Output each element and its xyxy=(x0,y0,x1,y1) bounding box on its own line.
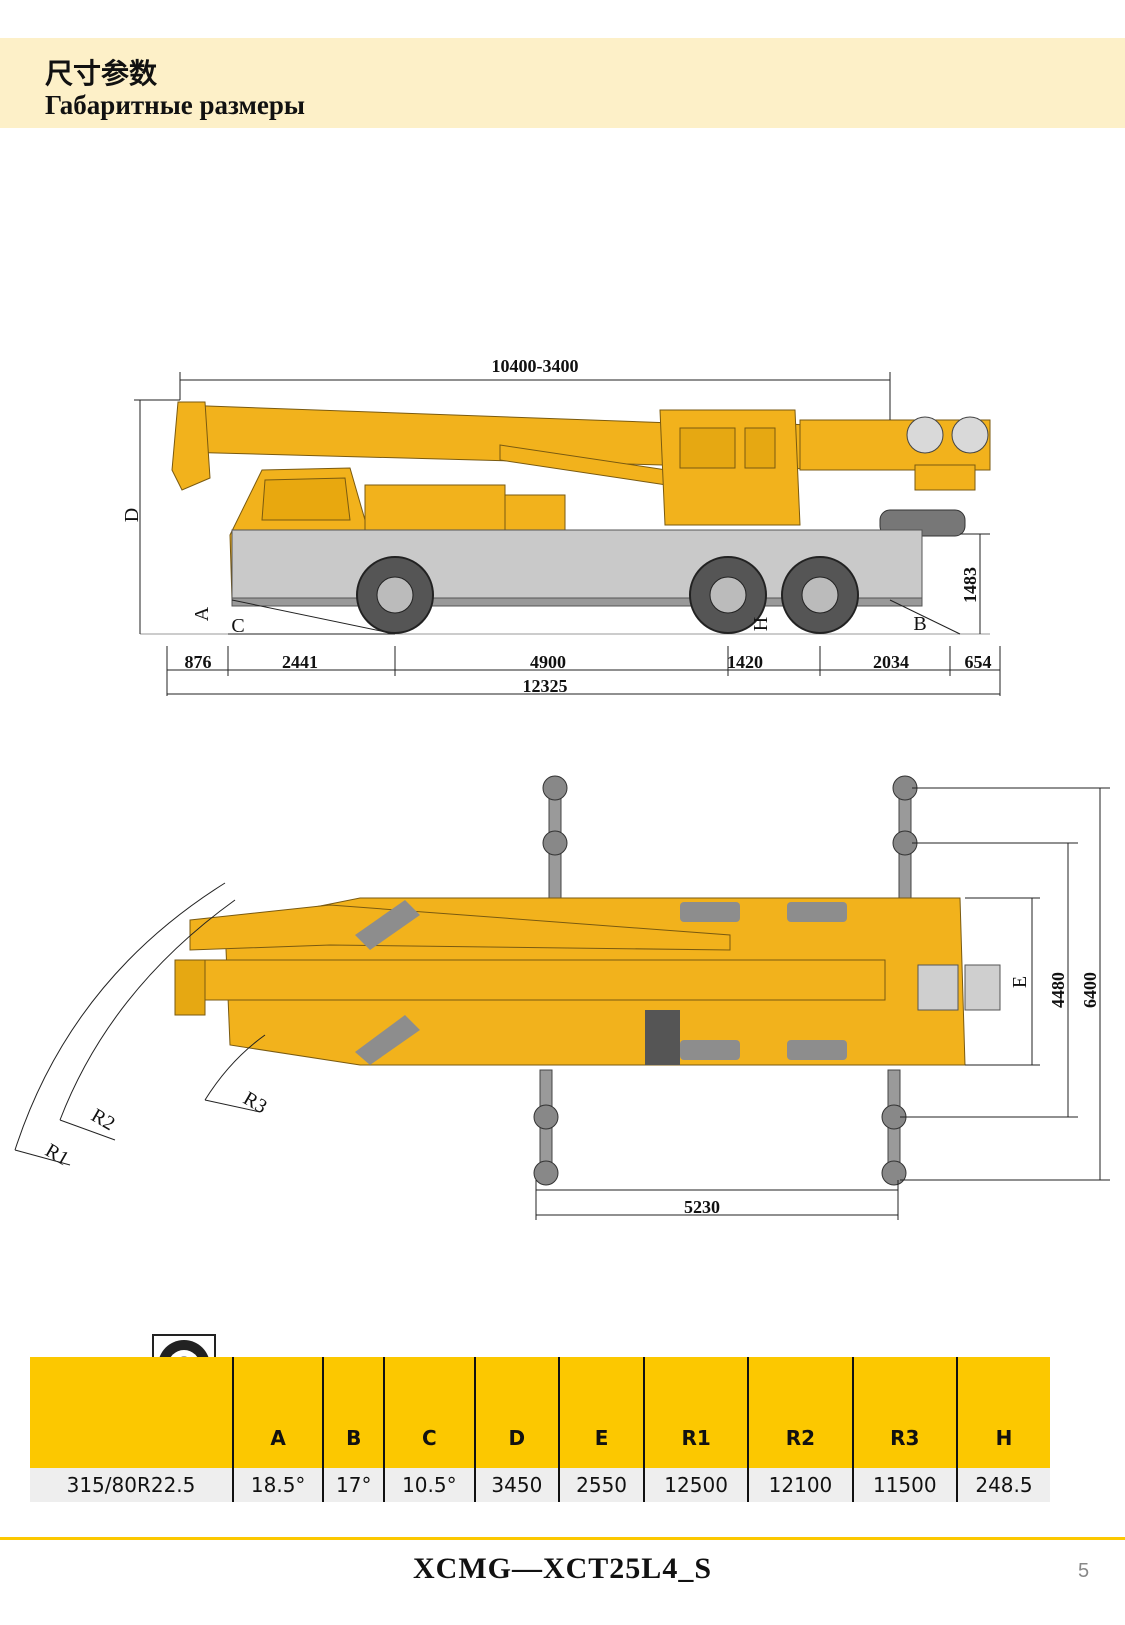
header-r3: R3 xyxy=(851,1357,957,1468)
segment-1420: 1420 xyxy=(727,652,763,672)
outrigger-span-label: 5230 xyxy=(684,1197,720,1217)
header-b: B xyxy=(322,1357,385,1468)
spec-table-row: 315/80R22.5 18.5° 17° 10.5° 3450 2550 12… xyxy=(30,1468,1050,1502)
side-view-crane xyxy=(140,401,991,635)
page-number: 5 xyxy=(1078,1560,1090,1582)
top-view-crane xyxy=(174,775,1001,1186)
header-r1: R1 xyxy=(642,1357,749,1468)
value-a: 18.5° xyxy=(231,1468,324,1502)
segment-654: 654 xyxy=(965,652,992,672)
width-6400-label: 6400 xyxy=(1080,972,1100,1008)
footer-divider xyxy=(0,1537,1125,1540)
segment-876: 876 xyxy=(185,652,212,672)
angle-h-label: H xyxy=(750,617,772,631)
value-c: 10.5° xyxy=(383,1468,475,1502)
width-4480-label: 4480 xyxy=(1048,972,1068,1008)
side-view-labels: 10400-3400 D 1483 A C H B 876 2441 4900 … xyxy=(121,356,992,696)
segment-2441: 2441 xyxy=(282,652,318,672)
header-c: C xyxy=(383,1357,475,1468)
radius-r1-label: R1 xyxy=(41,1139,72,1170)
angle-b-label: B xyxy=(913,613,926,635)
angle-c-label: C xyxy=(231,615,244,637)
page-title-cn: 尺寸参数 xyxy=(45,57,158,90)
segment-2034: 2034 xyxy=(873,652,909,672)
spec-table-header-row: A B C D E R1 R2 R3 H xyxy=(30,1357,1050,1468)
value-e: 2550 xyxy=(558,1468,644,1502)
header-a: A xyxy=(231,1357,324,1468)
header-d: D xyxy=(473,1357,560,1468)
tire-header-cell xyxy=(30,1357,233,1468)
page-title-ru: Габаритные размеры xyxy=(45,90,305,120)
header-h: H xyxy=(955,1357,1050,1468)
value-d: 3450 xyxy=(473,1468,560,1502)
top-view-dimensions xyxy=(14,787,1110,1220)
value-b: 17° xyxy=(322,1468,385,1502)
angle-a-label: A xyxy=(191,606,213,621)
height-d-label: D xyxy=(121,508,143,522)
header-e: E xyxy=(558,1357,644,1468)
segment-4900: 4900 xyxy=(530,652,566,672)
page-header: 尺寸参数 Габаритные размеры xyxy=(0,38,1125,128)
radius-r3-label: R3 xyxy=(239,1087,270,1118)
total-length-label: 12325 xyxy=(523,676,568,696)
side-view-dimensions xyxy=(134,372,1001,696)
value-r2: 12100 xyxy=(747,1468,853,1502)
rear-height-label: 1483 xyxy=(960,567,980,603)
width-e-label: E xyxy=(1009,976,1031,988)
radius-r2-label: R2 xyxy=(87,1104,118,1135)
value-r3: 11500 xyxy=(851,1468,957,1502)
header-r2: R2 xyxy=(747,1357,853,1468)
value-h: 248.5 xyxy=(955,1468,1050,1502)
boom-length-label: 10400-3400 xyxy=(492,356,579,376)
tire-size-cell: 315/80R22.5 xyxy=(30,1468,233,1502)
spec-table: A B C D E R1 R2 R3 H 315/80R22.5 18.5° 1… xyxy=(30,1357,1050,1502)
value-r1: 12500 xyxy=(642,1468,749,1502)
footer-model: XCMG—XCT25L4_S xyxy=(412,1552,712,1585)
